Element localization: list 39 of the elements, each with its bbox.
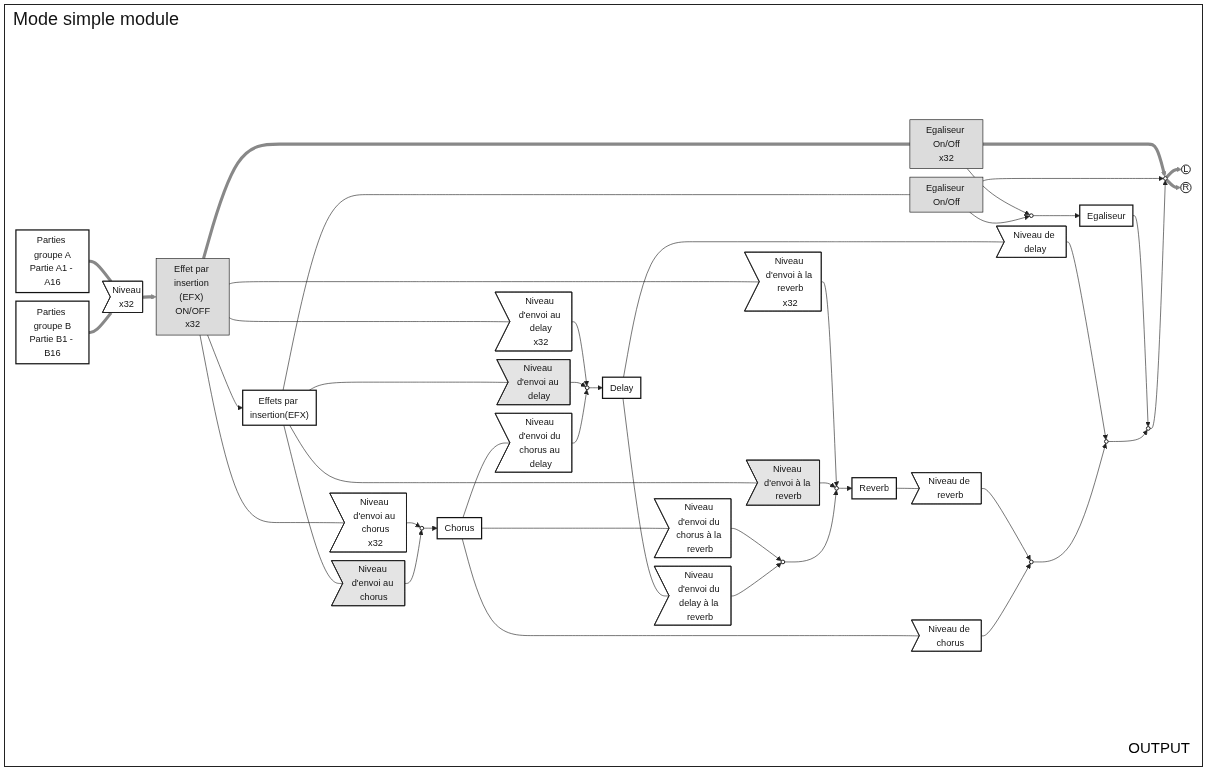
connector <box>623 241 1005 378</box>
node-box: Reverb <box>851 477 897 500</box>
arrow <box>142 294 157 300</box>
output-label: OUTPUT <box>1128 739 1190 756</box>
connector <box>228 281 760 285</box>
diagram-title: Mode simple module <box>13 9 180 30</box>
node-box: Egaliseur <box>1079 204 1134 227</box>
node-circle <box>1029 559 1034 565</box>
connector <box>622 398 670 597</box>
node-box: Egaliseur On/Off <box>909 176 984 213</box>
connector <box>461 538 920 637</box>
connector <box>896 488 920 489</box>
connector <box>308 381 509 391</box>
node-circle <box>780 559 786 565</box>
node-circle <box>1104 439 1109 444</box>
connector <box>481 527 670 529</box>
node-circle <box>1163 176 1168 181</box>
connector <box>202 142 911 260</box>
arrow <box>982 142 1167 177</box>
arrow <box>1165 178 1181 191</box>
node-box: Egaliseur On/Off x32 <box>909 119 984 169</box>
node-circle: L <box>1181 164 1191 175</box>
connector <box>88 259 113 283</box>
connector <box>88 311 113 334</box>
node-circle <box>1029 213 1034 218</box>
node-circle <box>584 385 590 391</box>
node-circle <box>1145 426 1151 431</box>
connector <box>228 317 511 323</box>
node-box: Effets par insertion(EFX) <box>242 389 317 426</box>
connector <box>462 442 511 518</box>
connector <box>283 424 344 584</box>
node-circle <box>834 486 839 491</box>
node-box: Parties groupe A Partie A1 - A16 <box>15 229 90 294</box>
node-box: Effet par insertion (EFX) ON/OFF x32 <box>155 258 230 336</box>
node-box: Chorus <box>436 517 483 540</box>
node-box: Parties groupe B Partie B1 - B16 <box>15 300 90 365</box>
node-box: Delay <box>601 376 642 399</box>
node-circle: R <box>1180 181 1192 194</box>
node-circle <box>419 525 425 531</box>
